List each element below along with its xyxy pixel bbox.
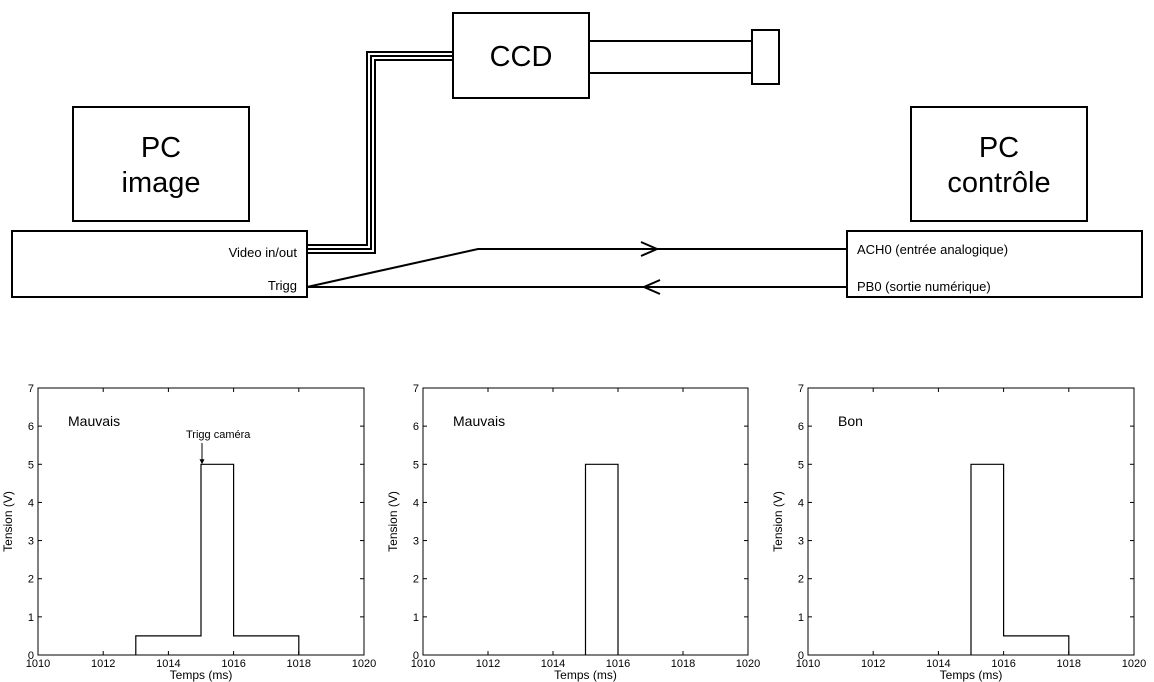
x-tick-label: 1012: [861, 658, 885, 670]
y-tick-label: 0: [413, 650, 419, 662]
verdict-label: Mauvais: [68, 413, 120, 429]
x-tick-label: 1012: [476, 658, 500, 670]
y-tick-label: 2: [798, 574, 804, 586]
x-tick-label: 1018: [287, 658, 311, 670]
verdict-label: Bon: [838, 413, 863, 429]
video-cable: [307, 51, 453, 254]
trigger-annotation-label: Trigg caméra: [186, 429, 251, 441]
x-tick-label: 1018: [1057, 658, 1081, 670]
pc-controle-line1: PC: [979, 132, 1019, 164]
pc-controle-unit: [846, 230, 1143, 298]
y-tick-label: 0: [798, 650, 804, 662]
signal-line: [135, 463, 300, 655]
x-tick-label: 1020: [736, 658, 760, 670]
y-axis-label: Tension (V): [771, 491, 785, 552]
x-axis-label: Temps (ms): [940, 668, 1003, 682]
x-axis-label: Temps (ms): [554, 668, 617, 682]
x-tick-label: 1010: [411, 658, 435, 670]
y-tick-label: 1: [798, 612, 804, 624]
x-tick-label: 1020: [1122, 658, 1146, 670]
x-tick-label: 1010: [796, 658, 820, 670]
signal-line: [584, 463, 619, 655]
y-tick-label: 4: [28, 497, 34, 509]
x-tick-label: 1012: [91, 658, 115, 670]
pc-image-monitor: [72, 106, 250, 222]
x-tick-label: 1014: [926, 658, 950, 670]
pc-image-unit: [11, 230, 308, 298]
signal-line: [970, 463, 1070, 655]
x-tick-label: 1014: [541, 658, 565, 670]
setup-diagram: CCD PC image Video in/out Trigg PC contr…: [11, 12, 1143, 298]
ach0-port-label: ACH0 (entrée analogique): [857, 242, 1008, 257]
x-tick-label: 1010: [26, 658, 50, 670]
pc-controle-monitor: [910, 106, 1088, 222]
ccd-label: CCD: [490, 41, 553, 73]
y-axis-label: Tension (V): [1, 491, 15, 552]
ccd-lens-tube: [588, 40, 753, 74]
y-tick-label: 3: [798, 536, 804, 548]
y-tick-label: 4: [798, 497, 804, 509]
y-tick-label: 7: [28, 383, 34, 395]
y-tick-label: 6: [28, 421, 34, 433]
ccd-lens-cap: [751, 29, 780, 85]
x-tick-label: 1016: [606, 658, 630, 670]
x-tick-label: 1014: [156, 658, 180, 670]
y-tick-label: 5: [28, 459, 34, 471]
pb0-port-label: PB0 (sortie numérique): [857, 279, 991, 294]
x-tick-label: 1016: [991, 658, 1015, 670]
pc-image-line2: image: [122, 167, 201, 199]
verdict-label: Mauvais: [453, 413, 505, 429]
y-tick-label: 3: [413, 536, 419, 548]
y-tick-label: 7: [798, 383, 804, 395]
y-tick-label: 7: [413, 383, 419, 395]
x-tick-label: 1016: [221, 658, 245, 670]
ach0-arrow-icon: [640, 241, 660, 257]
trigg-port-label: Trigg: [268, 278, 297, 293]
x-axis-label: Temps (ms): [170, 668, 233, 682]
ccd-camera-box: [452, 12, 590, 99]
y-tick-label: 1: [28, 612, 34, 624]
y-tick-label: 5: [413, 459, 419, 471]
y-tick-label: 6: [413, 421, 419, 433]
video-port-label: Video in/out: [229, 245, 298, 260]
y-axis-label: Tension (V): [386, 491, 400, 552]
plot-frame: [37, 387, 365, 656]
y-tick-label: 6: [798, 421, 804, 433]
trigger-arrowhead-icon: [199, 459, 205, 465]
trigg-to-ach0-wire: [306, 248, 847, 288]
pb0-arrow-icon: [641, 279, 661, 295]
y-tick-label: 2: [28, 574, 34, 586]
x-tick-label: 1020: [352, 658, 376, 670]
y-tick-label: 0: [28, 650, 34, 662]
pc-controle-line2: contrôle: [947, 167, 1050, 199]
y-tick-label: 1: [413, 612, 419, 624]
y-tick-label: 3: [28, 536, 34, 548]
x-tick-label: 1018: [671, 658, 695, 670]
y-tick-label: 2: [413, 574, 419, 586]
pc-image-line1: PC: [141, 132, 181, 164]
y-tick-label: 5: [798, 459, 804, 471]
y-tick-label: 4: [413, 497, 419, 509]
